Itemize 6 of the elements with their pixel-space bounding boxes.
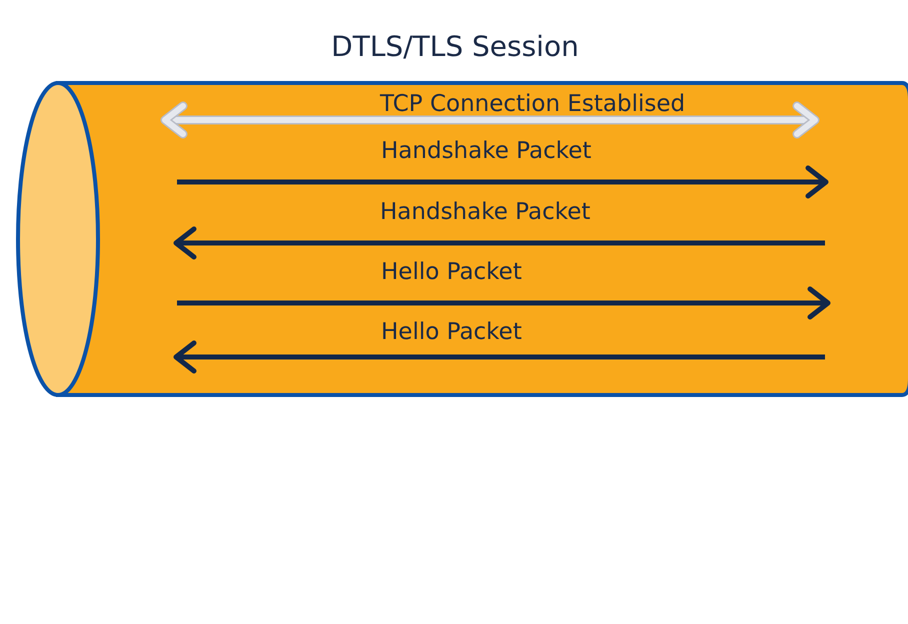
arrow-label: Handshake Packet: [380, 198, 590, 226]
tube-title: DTLS/TLS Session: [330, 30, 580, 64]
arrow-label: TCP Connection Establised: [380, 90, 686, 118]
arrow-label: Handshake Packet: [381, 137, 592, 165]
arrow-label: Hello Packet: [381, 318, 522, 346]
arrow-label: Hello Packet: [381, 258, 522, 286]
